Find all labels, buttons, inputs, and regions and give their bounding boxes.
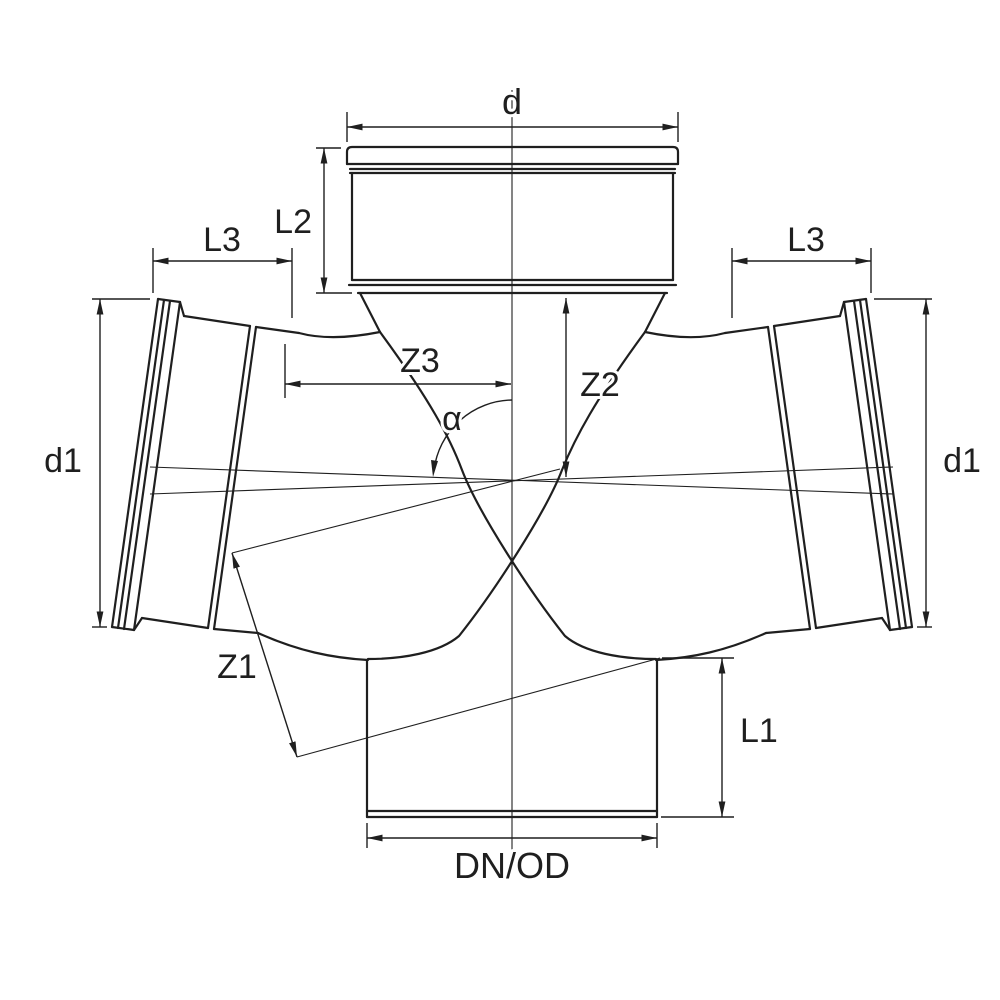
dim-l1: L1 [661,657,781,818]
alpha-arc-arrow [431,460,438,477]
dim-d1-left: d1 [41,298,150,628]
label-l2: L2 [274,203,312,241]
dim-d1-right: d1 [874,298,984,628]
left-branch-socket [110,297,301,635]
dim-z2: Z2 [562,298,623,477]
label-dnod: DN/OD [454,845,570,886]
dim-l2: L2 [271,147,352,294]
label-d: d [502,81,522,122]
label-z2: Z2 [580,366,620,404]
dim-z1: Z1 [214,468,661,758]
right-branch-socket [723,297,914,635]
label-l1: L1 [740,712,778,750]
right-branch-axis [149,466,894,495]
label-l3-left: L3 [203,221,241,259]
label-d1-left: d1 [44,442,82,480]
label-z1: Z1 [217,648,257,686]
dim-z3: Z3 [284,339,511,398]
dim-l3-left: L3 [152,218,293,318]
dim-d: d [346,78,679,142]
dim-alpha: α [431,397,513,477]
label-d1-right: d1 [943,442,981,480]
label-l3-right: L3 [787,221,825,259]
top-socket [345,145,680,334]
label-alpha: α [442,400,462,438]
dim-l3-right: L3 [731,218,872,318]
label-z3: Z3 [400,342,440,380]
dim-dnod: DN/OD [366,823,658,889]
bottom-pipe [365,658,659,819]
center-axes [149,90,894,872]
